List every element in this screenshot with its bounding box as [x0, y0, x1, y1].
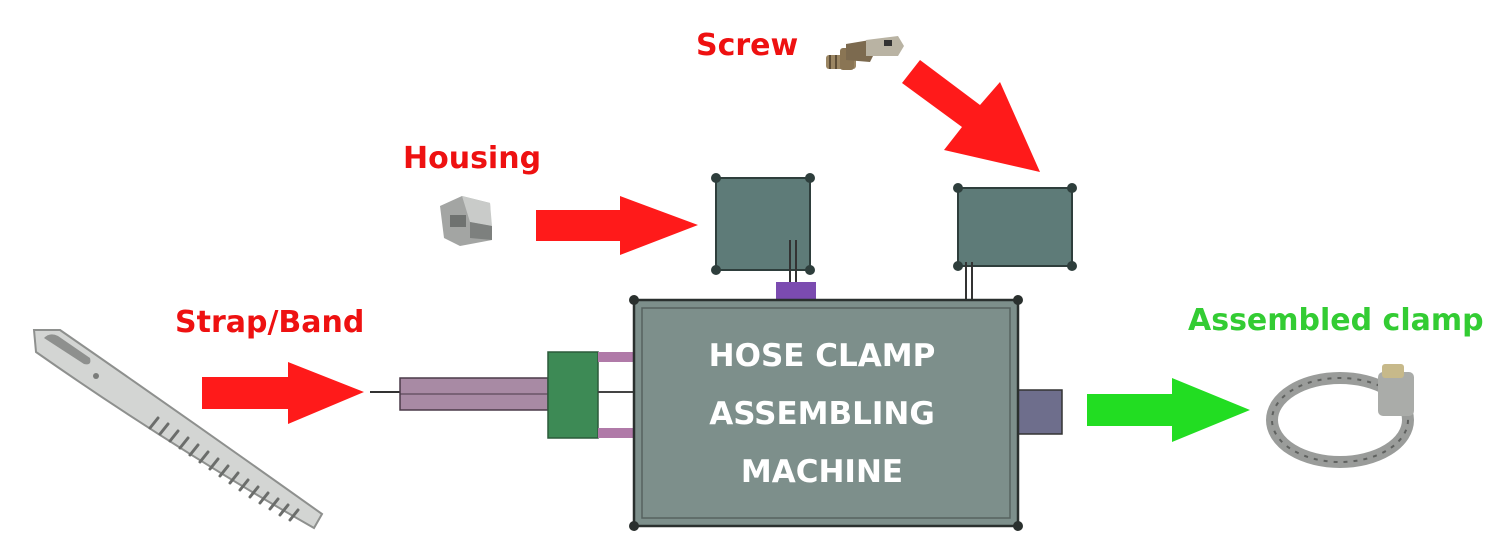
screw-feeder — [953, 183, 1077, 300]
hose-clamp-assembling-machine: HOSE CLAMP ASSEMBLING MACHINE — [629, 295, 1023, 531]
screw-label: Screw — [696, 28, 798, 63]
output-unit — [1015, 389, 1063, 435]
housing-arrow — [536, 196, 698, 255]
machine-title-line-2: ASSEMBLING — [709, 396, 935, 432]
output-arrow — [1087, 378, 1250, 442]
screw-arrow — [902, 60, 1040, 172]
strap-arrow — [202, 362, 364, 424]
housing-label: Housing — [403, 141, 541, 176]
machine-title-line-3: MACHINE — [741, 454, 903, 490]
strap-feeder-assembly — [370, 351, 636, 439]
screw-image — [826, 36, 904, 70]
strap-label: Strap/Band — [175, 305, 364, 340]
assembled-clamp-label: Assembled clamp — [1188, 303, 1484, 338]
strap-band-image — [32, 329, 324, 530]
assembled-clamp-image — [1266, 364, 1414, 468]
machine-title-line-1: HOSE CLAMP — [709, 338, 936, 374]
housing-image — [440, 196, 492, 246]
housing-feeder — [711, 173, 816, 300]
